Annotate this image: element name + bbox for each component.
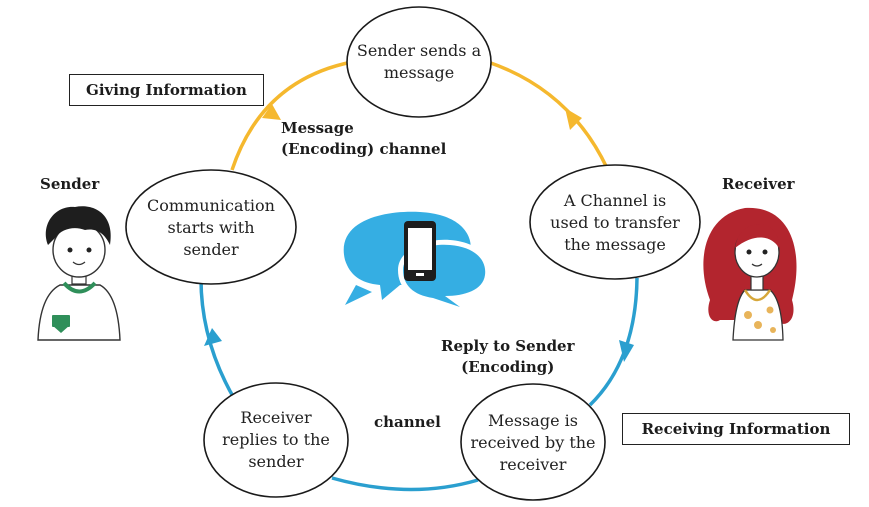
step-text-reply: Receiver replies to the sender [222, 408, 330, 471]
receiving-information-box: Receiving Information [622, 413, 850, 445]
arc-channel-to-received [588, 277, 639, 407]
receiver-label: Receiver [722, 175, 795, 193]
step-ellipse-received [460, 383, 606, 501]
giving-information-box: Giving Information [69, 74, 264, 106]
step-ellipse-start [125, 169, 297, 285]
arrow-head-yellow-1 [262, 104, 281, 120]
step-text-send: Sender sends a message [356, 41, 482, 82]
arrow-head-blue-1 [619, 340, 634, 362]
edge-label-reply-to-sender: Reply to Sender (Encoding) [441, 337, 575, 376]
arc-start-to-send [230, 60, 353, 171]
sender-label: Sender [40, 175, 100, 193]
edge-label-message-channel: Message (Encoding) channel [281, 119, 447, 158]
sender-avatar [37, 206, 121, 341]
arrow-head-yellow-2 [565, 108, 582, 130]
edge-label-channel: channel [374, 413, 441, 431]
step-text-channel: A Channel is used to transfer the messag… [550, 191, 680, 254]
step-text-received: Message is received by the receiver [470, 411, 596, 474]
step-ellipse-channel [529, 164, 701, 280]
arrow-head-blue-2 [204, 328, 222, 346]
step-ellipse-send [346, 6, 492, 118]
arc-received-to-reply [331, 476, 479, 492]
receiver-avatar [703, 207, 797, 341]
step-ellipse-reply [203, 382, 349, 498]
chat-bubbles-phone-icon [343, 211, 491, 312]
step-text-start: Communication starts with sender [147, 196, 275, 259]
arc-send-to-channel [487, 60, 609, 169]
